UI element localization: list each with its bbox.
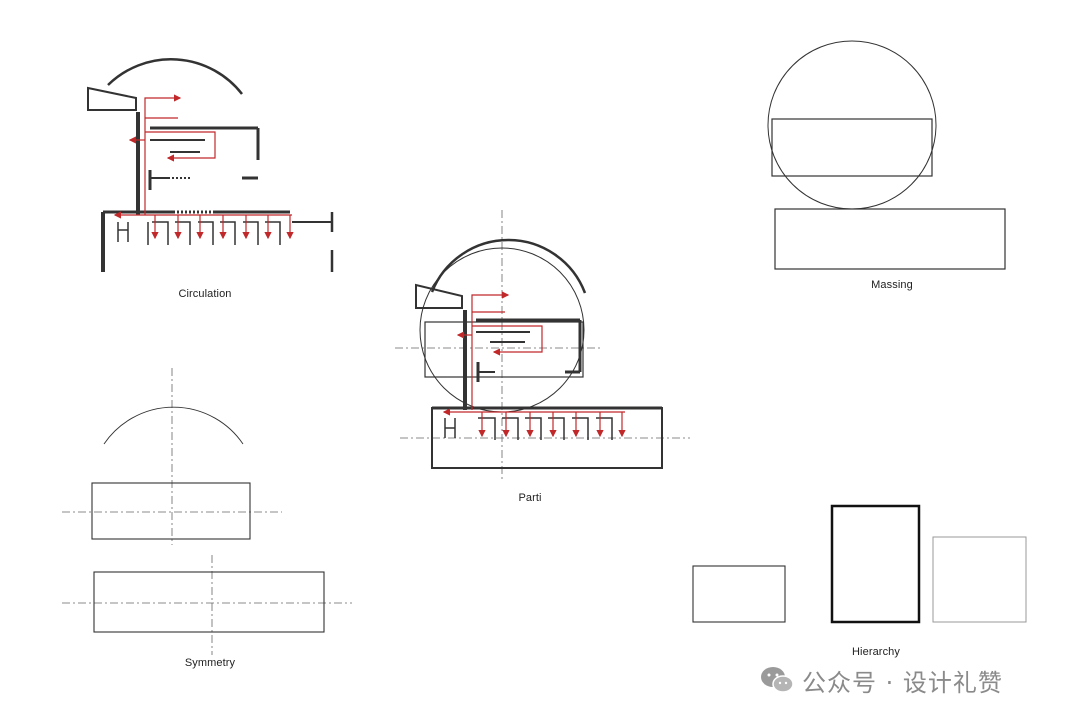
symmetry-diagram — [62, 368, 352, 655]
parti-axes — [395, 210, 690, 480]
wechat-icon — [761, 667, 794, 693]
hierarchy-small-rect — [692, 565, 786, 623]
symmetry-axes — [62, 368, 352, 655]
label-symmetry: Symmetry — [184, 657, 236, 669]
parti-circulation-arrows — [442, 291, 626, 438]
massing-circle — [767, 40, 937, 210]
label-hierarchy: Hierarchy — [852, 646, 900, 658]
watermark: 公众号 · 设计礼赞 — [760, 660, 1003, 700]
parti-diagram — [395, 210, 690, 480]
symmetry-geometry — [91, 406, 325, 633]
massing-lower-rect — [774, 208, 1006, 270]
parti-plan-walls — [415, 283, 662, 440]
circulation-path-arrows — [113, 94, 294, 240]
label-circulation: Circulation — [178, 288, 232, 300]
watermark-text: 公众号 · 设计礼赞 — [802, 668, 1003, 697]
label-parti: Parti — [518, 492, 542, 504]
hierarchy-light-rect — [932, 536, 1027, 623]
circulation-diagram — [87, 58, 334, 272]
label-massing: Massing — [871, 279, 913, 291]
massing-upper-rect — [771, 118, 933, 177]
hierarchy-dominant-rect — [830, 504, 921, 624]
circulation-plan-walls — [87, 58, 334, 272]
massing-diagram — [767, 40, 1006, 270]
hierarchy-diagram — [692, 504, 1027, 624]
parti-geometry — [419, 238, 663, 469]
